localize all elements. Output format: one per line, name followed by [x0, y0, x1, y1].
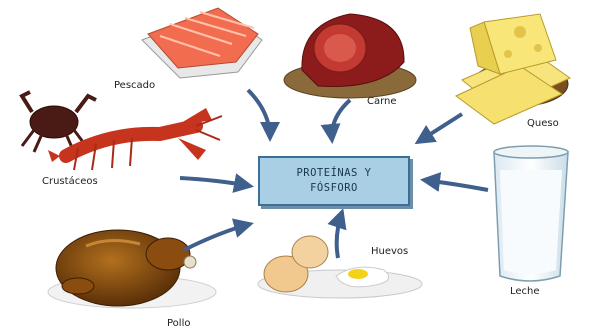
label-crustaceos: Crustáceos: [42, 176, 98, 187]
arrow-crustaceos: [180, 178, 250, 186]
label-leche: Leche: [510, 286, 540, 297]
roast-meat-illustration: [284, 14, 416, 98]
center-line-1: PROTEÍNAS Y: [296, 166, 371, 181]
cheese-illustration: [456, 14, 570, 124]
label-pollo: Pollo: [167, 318, 190, 329]
arrow-pescado: [248, 90, 270, 138]
label-pescado: Pescado: [114, 80, 155, 91]
roast-chicken-illustration: [48, 230, 216, 308]
arrow-queso: [418, 114, 462, 142]
arrow-carne: [332, 100, 350, 140]
label-carne: Carne: [367, 96, 397, 107]
center-line-2: FÓSFORO: [310, 181, 358, 196]
arrow-pollo: [184, 224, 250, 250]
arrow-leche: [424, 180, 488, 190]
milk-glass-illustration: [494, 146, 568, 281]
label-queso: Queso: [527, 118, 559, 129]
label-huevos: Huevos: [371, 246, 408, 257]
salmon-steak-illustration: [142, 8, 262, 78]
proteins-phosphorus-box: PROTEÍNAS Y FÓSFORO: [258, 156, 410, 206]
arrow-huevos: [337, 212, 342, 258]
